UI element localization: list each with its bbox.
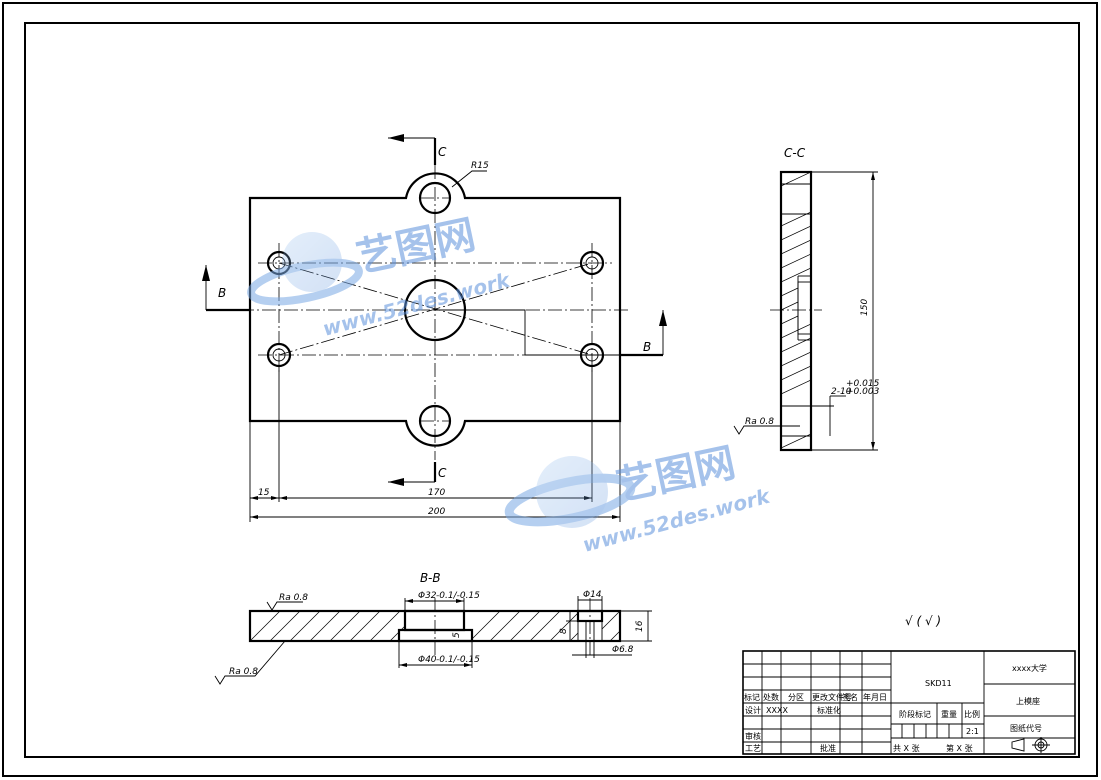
tb-material: SKD11 <box>925 679 952 688</box>
section-view-bb: B-B <box>214 571 652 685</box>
tb-part-name: 上模座 <box>1016 696 1040 706</box>
tb-process: 工艺 <box>745 744 761 753</box>
dim-r15: R15 <box>471 161 489 171</box>
dim-170: 170 <box>428 488 445 498</box>
tb-mark: 标记 <box>744 692 760 702</box>
view-title-cc: C-C <box>784 146 806 160</box>
dim-holes-cc: 2-10 <box>831 387 852 397</box>
dim-phi6: Φ6.8 <box>612 645 634 655</box>
dim-phi40: Φ40 <box>418 655 437 665</box>
tb-scale-value: 2:1 <box>966 727 979 736</box>
tb-count: 处数 <box>763 692 779 702</box>
title-block: 标记 处数 分区 更改文件号 签名 年月日 设计 XXXX 标准化 审核 工艺 … <box>742 650 1076 755</box>
dim-phi32: Φ32 <box>418 591 437 601</box>
tb-standard: 标准化 <box>817 705 841 715</box>
tb-zone: 分区 <box>788 693 804 702</box>
tb-change-doc: 更改文件号 <box>812 692 852 702</box>
tb-weight: 重量 <box>941 709 957 719</box>
tb-design: 设计 <box>745 705 761 715</box>
section-view-cc: C-C <box>733 146 880 452</box>
rough-cc: Ra 0.8 <box>745 417 774 427</box>
tb-approve: 批准 <box>820 743 836 753</box>
rough-bb-top: Ra 0.8 <box>279 593 308 603</box>
section-label-b-left: B <box>218 286 226 300</box>
section-cut-b <box>202 265 667 357</box>
dim-15: 15 <box>258 488 270 498</box>
dim-holes-tol-bot: +0.003 <box>846 387 880 397</box>
dim-holes-tol-top: +0.015 <box>846 379 880 389</box>
watermark-cn-1: 艺图网 <box>353 212 480 282</box>
inner-border <box>24 22 1080 758</box>
dim-phi40-tol: -0.1/-0.15 <box>436 655 480 665</box>
rough-bb-bottom: Ra 0.8 <box>229 667 258 677</box>
top-view: C C B B R15 15 170 200 <box>202 134 667 522</box>
dim-phi32-tol: -0.1/-0.15 <box>436 591 480 601</box>
general-roughness: √ ( √ ) <box>905 614 941 628</box>
view-title-bb: B-B <box>420 571 441 585</box>
dim-thickness-8: 8 <box>559 628 569 634</box>
dim-phi14: Φ14 <box>583 590 602 600</box>
section-cut-c <box>388 134 437 486</box>
section-label-b-right: B <box>643 340 651 354</box>
tb-drawing-no: 图纸代号 <box>1010 723 1042 733</box>
section-label-c-bottom: C <box>438 466 447 480</box>
bb-hatching <box>250 611 620 641</box>
watermark-1: 艺图网 www.52des.work <box>247 212 514 341</box>
dim-150: 150 <box>860 299 870 316</box>
tb-stage-mark: 阶段标记 <box>899 709 931 719</box>
tb-sheets-total: 共 X 张 <box>893 744 920 753</box>
projection-symbol-icon <box>1011 737 1050 753</box>
tb-design-name: XXXX <box>766 706 788 715</box>
watermark-2: 艺图网 www.52des.work <box>504 440 774 557</box>
section-label-c-top: C <box>438 145 447 159</box>
dim-200: 200 <box>428 507 445 517</box>
tb-sign: 签名 <box>842 692 858 702</box>
tb-school: xxxx大学 <box>1012 663 1047 673</box>
dim-depth-5: 5 <box>452 632 462 638</box>
dim-thickness-16: 16 <box>635 620 645 632</box>
tb-sheet-no: 第 X 张 <box>946 743 973 753</box>
tb-scale: 比例 <box>964 709 980 719</box>
center-lines <box>240 165 630 460</box>
tb-check: 审核 <box>745 731 761 741</box>
tb-date: 年月日 <box>863 692 887 702</box>
